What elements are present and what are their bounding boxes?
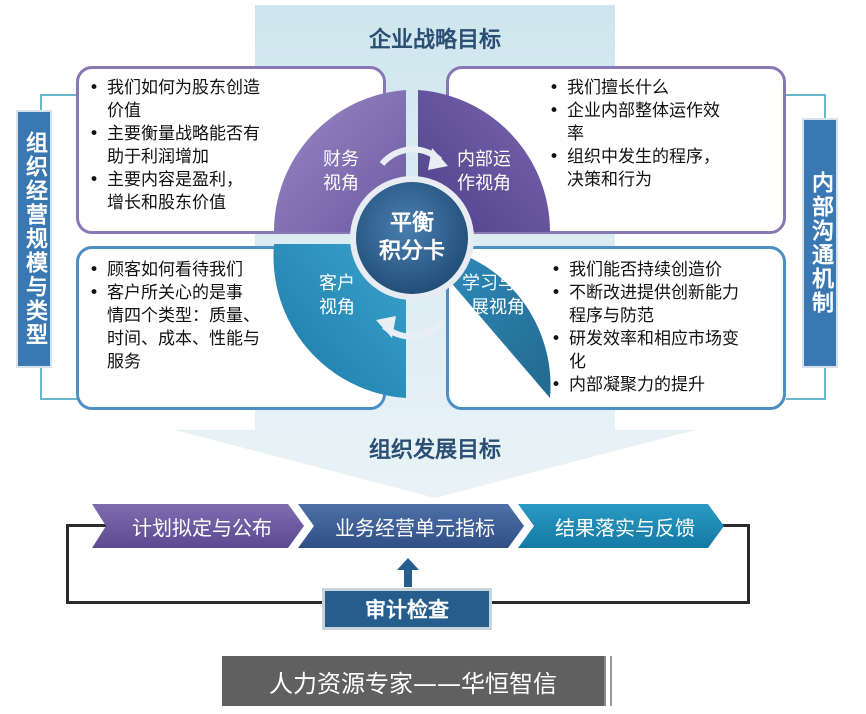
left-vertical-label: 组织经营规模与类型 xyxy=(16,110,52,368)
process-steps xyxy=(92,504,724,548)
audit-check-box: 审计检查 xyxy=(322,588,492,630)
top-title: 企业战略目标 xyxy=(368,28,501,53)
bottom-title: 组织发展目标 xyxy=(368,438,501,463)
loop-top-right xyxy=(712,524,750,527)
list-item: 主要内容是盈利，增长和股东价值 xyxy=(85,169,383,215)
cycle-arrowhead-top-icon xyxy=(428,148,448,170)
quadrant-internal-label: 内部运作视角 xyxy=(457,149,511,194)
quadrant-finance-label: 财务视角 xyxy=(323,149,359,194)
footer-shadow xyxy=(610,656,612,706)
step-1-chevron xyxy=(92,504,304,548)
list-item: 内部凝聚力的提升 xyxy=(547,374,783,397)
step-2-label: 业务经营单元指标 xyxy=(335,515,495,540)
quadrant-learning-label: 学习与发展视角 xyxy=(462,273,534,318)
center-label: 平衡积分卡 xyxy=(378,211,445,264)
list-item: 顾客如何看待我们 xyxy=(85,259,383,282)
loop-top-left xyxy=(66,524,106,527)
list-item: 我们擅长什么 xyxy=(545,77,783,100)
list-item: 组织中发生的程序，决策和行为 xyxy=(545,146,783,192)
right-vertical-label: 内部沟通机制 xyxy=(802,118,838,368)
quadrant-customer-label: 客户视角 xyxy=(319,273,355,318)
step-2-chevron xyxy=(298,504,524,548)
cycle-arrowhead-bottom-icon xyxy=(376,316,396,338)
list-item: 我们能否持续创造价 xyxy=(547,259,783,282)
step-3-label: 结果落实与反馈 xyxy=(555,515,695,540)
balanced-scorecard-wheel xyxy=(273,90,551,398)
step-3-chevron xyxy=(518,504,724,548)
step-1-label: 计划拟定与公布 xyxy=(132,515,272,540)
footer-banner: 人力资源专家——华恒智信 xyxy=(222,656,606,706)
up-arrow-icon xyxy=(397,558,419,587)
